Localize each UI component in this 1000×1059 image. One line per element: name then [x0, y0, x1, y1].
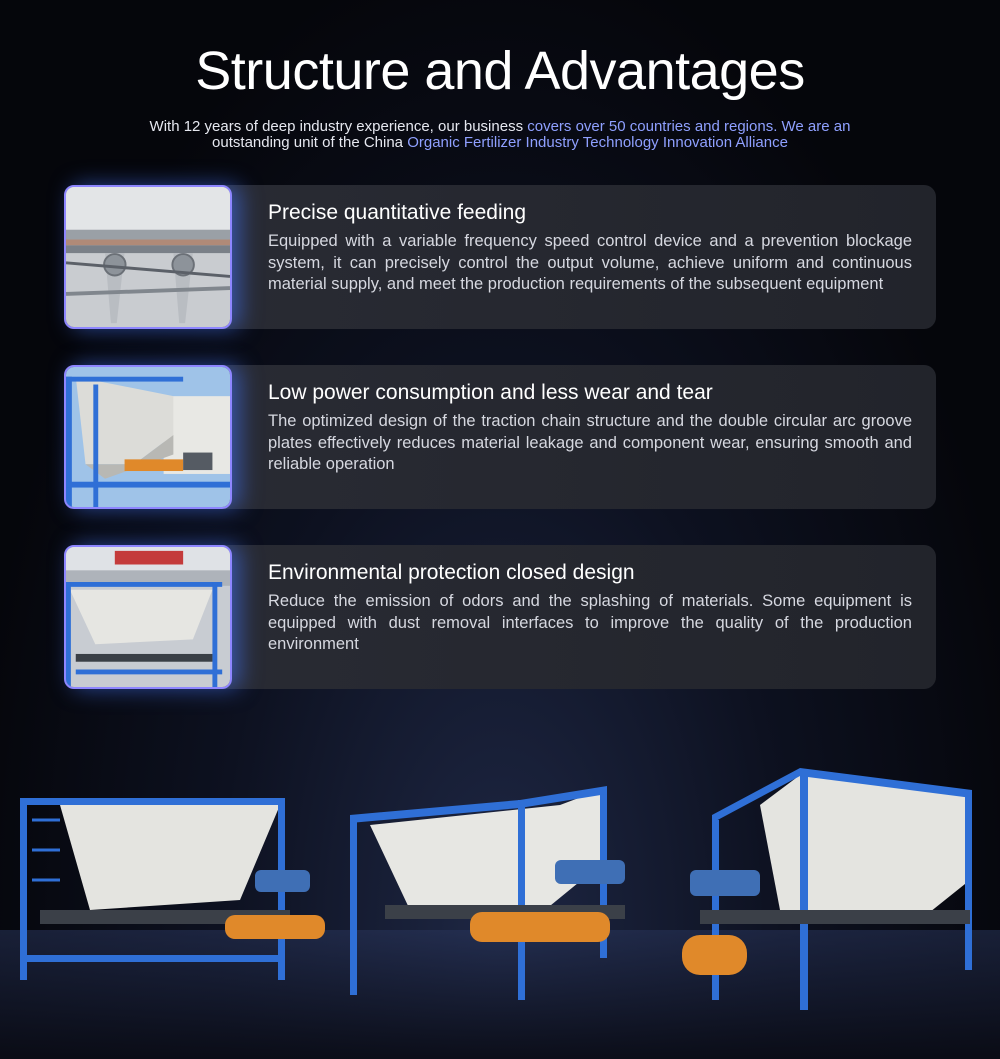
feeder-machine-right: [682, 768, 972, 1010]
subtitle-highlight-1: covers over 50 countries and regions. We…: [527, 118, 851, 135]
feature-card-closed-design: Environmental protection closed design R…: [64, 545, 936, 689]
card-title: Low power consumption and less wear and …: [268, 381, 713, 404]
feature-card-feeding: Precise quantitative feeding Equipped wi…: [64, 185, 936, 329]
feeder-machines-photo: [0, 760, 1000, 1030]
feature-card-low-power: Low power consumption and less wear and …: [64, 365, 936, 509]
hopper-photo: [64, 365, 232, 509]
feeder-machine-center: [350, 786, 625, 1000]
card-title: Precise quantitative feeding: [268, 201, 526, 224]
stage-floor: [0, 930, 1000, 1059]
card-description: Reduce the emission of odors and the spl…: [268, 592, 912, 653]
page-title: Structure and Advantages: [195, 41, 805, 101]
factory-hopper-photo: [64, 545, 232, 689]
subtitle-highlight-2: Organic Fertilizer Industry Technology I…: [407, 134, 788, 151]
roller-closeup-photo: [64, 185, 232, 329]
subtitle-text-1: With 12 years of deep industry experienc…: [149, 118, 528, 135]
card-description: The optimized design of the traction cha…: [268, 412, 912, 473]
card-title: Environmental protection closed design: [268, 561, 635, 584]
page-subtitle: With 12 years of deep industry experienc…: [100, 119, 900, 151]
card-description: Equipped with a variable frequency speed…: [268, 232, 912, 293]
subtitle-text-2: outstanding unit of the China: [212, 134, 408, 151]
feeder-machine-left: [20, 798, 325, 980]
